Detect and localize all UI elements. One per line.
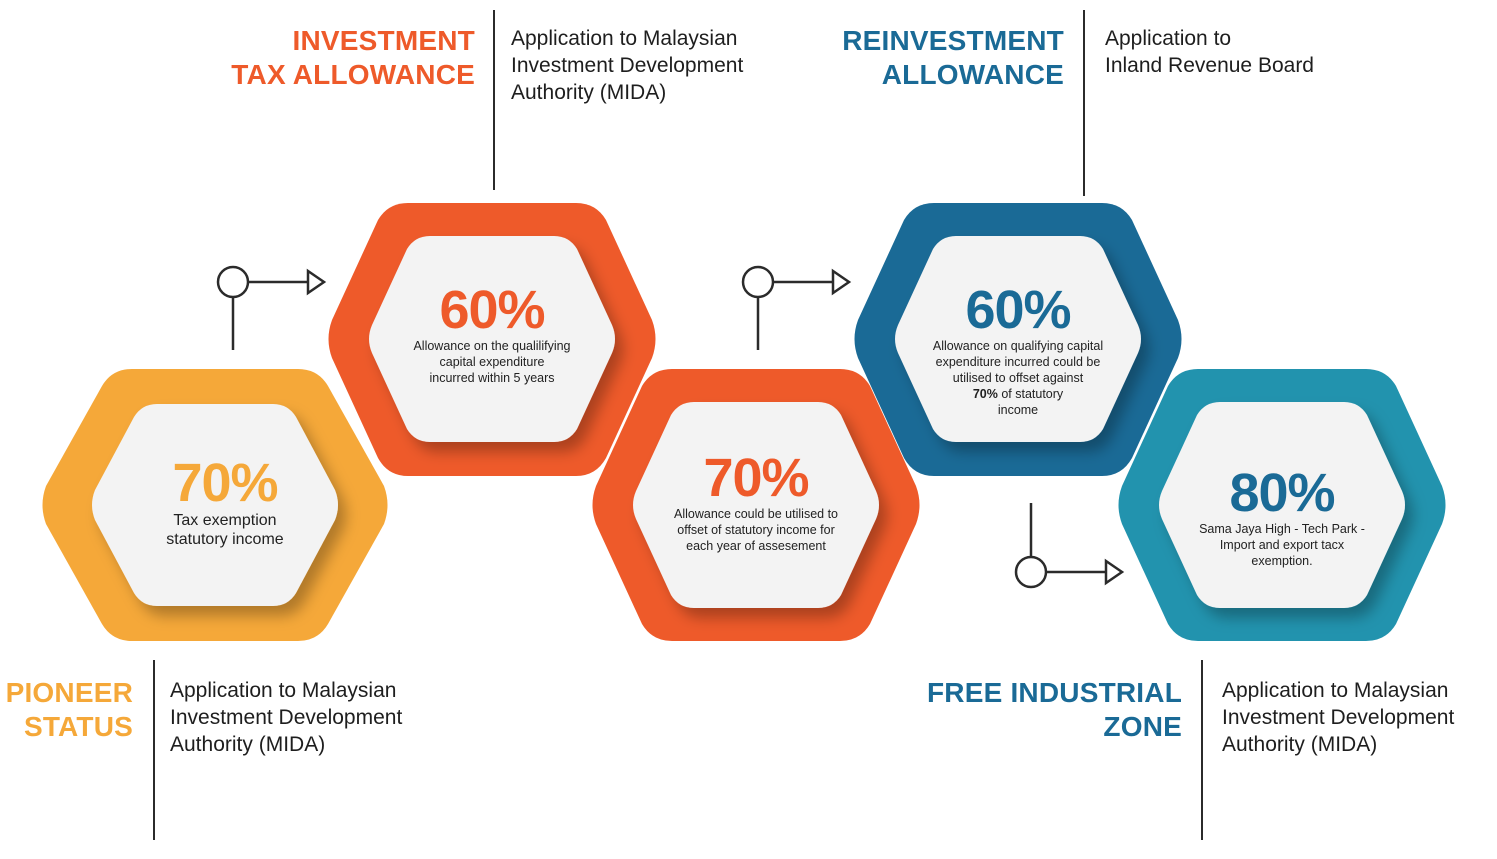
heading-line: ZONE bbox=[1103, 711, 1182, 742]
hexagon-allowance-utilisation bbox=[592, 369, 920, 641]
heading-line: PIONEER bbox=[5, 677, 133, 708]
reinvestment-allowance-detail-line: utilised to offset against bbox=[952, 371, 1084, 385]
description-line: Application to Malaysian bbox=[511, 27, 738, 50]
investment-tax-allowance-description: Application to Malaysian Investment Deve… bbox=[511, 25, 743, 106]
reinvestment-allowance-detail-line: income bbox=[997, 403, 1039, 417]
description-line: Application to Malaysian bbox=[1222, 679, 1449, 702]
divider-pioneer-status bbox=[153, 660, 155, 840]
investment-tax-allowance-percent: 60% bbox=[439, 280, 545, 340]
connector-arrow-2 bbox=[741, 265, 852, 350]
description-line: Authority (MIDA) bbox=[170, 733, 326, 756]
reinvestment-allowance-bold-percent: 70% bbox=[972, 387, 998, 401]
investment-tax-allowance-heading: INVESTMENT TAX ALLOWANCE bbox=[231, 24, 475, 92]
pioneer-status-percent: 70% bbox=[172, 453, 278, 513]
reinvestment-allowance-description: Application to Inland Revenue Board bbox=[1105, 25, 1314, 79]
pioneer-status-description: Application to Malaysian Investment Deve… bbox=[170, 677, 402, 758]
reinvestment-allowance-detail-line: Allowance on qualifying capital bbox=[932, 339, 1104, 353]
reinvestment-allowance-content: 60% Allowance on qualifying capital expe… bbox=[913, 282, 1123, 418]
heading-line: FREE INDUSTRIAL bbox=[927, 677, 1182, 708]
description-line: Authority (MIDA) bbox=[511, 81, 667, 104]
allowance-utilisation-percent: 70% bbox=[703, 448, 809, 508]
connector-arrow-1 bbox=[216, 265, 327, 350]
free-industrial-zone-detail-line: Import and export tacx bbox=[1219, 538, 1345, 552]
free-industrial-zone-heading: FREE INDUSTRIAL ZONE bbox=[927, 676, 1182, 744]
investment-tax-allowance-detail-line: Allowance on the qualilifying bbox=[413, 339, 571, 353]
allowance-utilisation-content: 70% Allowance could be utilised to offse… bbox=[651, 450, 861, 554]
reinvestment-allowance-detail-suffix: of statutory bbox=[997, 387, 1064, 401]
investment-tax-allowance-detail-line: incurred within 5 years bbox=[429, 371, 555, 385]
heading-line: TAX ALLOWANCE bbox=[231, 59, 475, 90]
reinvestment-allowance-heading: REINVESTMENT ALLOWANCE bbox=[842, 24, 1064, 92]
reinvestment-allowance-percent: 60% bbox=[965, 280, 1071, 340]
allowance-utilisation-detail-line: Allowance could be utilised to bbox=[674, 507, 838, 521]
hexagon-free-industrial-zone bbox=[1118, 369, 1446, 641]
description-line: Application to Malaysian bbox=[170, 679, 397, 702]
description-line: Investment Development bbox=[170, 706, 403, 729]
divider-free-industrial-zone bbox=[1201, 660, 1203, 840]
pioneer-status-detail-line: statutory income bbox=[166, 531, 284, 548]
heading-line: INVESTMENT bbox=[292, 25, 475, 56]
pioneer-status-heading: PIONEER STATUS bbox=[6, 676, 133, 744]
investment-tax-allowance-detail-line: capital expenditure bbox=[439, 355, 545, 369]
free-industrial-zone-description: Application to Malaysian Investment Deve… bbox=[1222, 677, 1454, 758]
divider-investment-tax-allowance bbox=[493, 10, 495, 190]
reinvestment-allowance-detail-line: 70% of statutory bbox=[913, 386, 1123, 402]
investment-tax-allowance-content: 60% Allowance on the qualilifying capita… bbox=[392, 282, 592, 386]
pioneer-status-content: 70% Tax exemption statutory income bbox=[125, 455, 325, 549]
allowance-utilisation-detail-line: each year of assesement bbox=[686, 539, 826, 553]
heading-line: STATUS bbox=[23, 711, 133, 742]
description-line: Inland Revenue Board bbox=[1105, 54, 1314, 77]
free-industrial-zone-detail-line: exemption. bbox=[1251, 554, 1313, 568]
divider-reinvestment-allowance bbox=[1083, 10, 1085, 196]
description-line: Investment Development bbox=[511, 54, 744, 77]
free-industrial-zone-content: 80% Sama Jaya High - Tech Park - Import … bbox=[1177, 465, 1387, 569]
hexagon-investment-tax-allowance bbox=[328, 203, 656, 476]
heading-line: ALLOWANCE bbox=[881, 59, 1064, 90]
connector-arrow-3 bbox=[1014, 503, 1125, 589]
allowance-utilisation-detail-line: offset of statutory income for bbox=[677, 523, 835, 537]
hexagon-reinvestment-allowance bbox=[854, 203, 1182, 476]
free-industrial-zone-detail-line: Sama Jaya High - Tech Park - bbox=[1199, 522, 1365, 536]
reinvestment-allowance-detail-line: expenditure incurred could be bbox=[935, 355, 1101, 369]
heading-line: REINVESTMENT bbox=[842, 25, 1064, 56]
description-line: Authority (MIDA) bbox=[1222, 733, 1378, 756]
free-industrial-zone-percent: 80% bbox=[1229, 463, 1335, 523]
description-line: Investment Development bbox=[1222, 706, 1455, 729]
hexagon-pioneer-status bbox=[42, 369, 388, 641]
description-line: Application to bbox=[1105, 27, 1232, 50]
pioneer-status-detail-line: Tax exemption bbox=[173, 512, 277, 529]
